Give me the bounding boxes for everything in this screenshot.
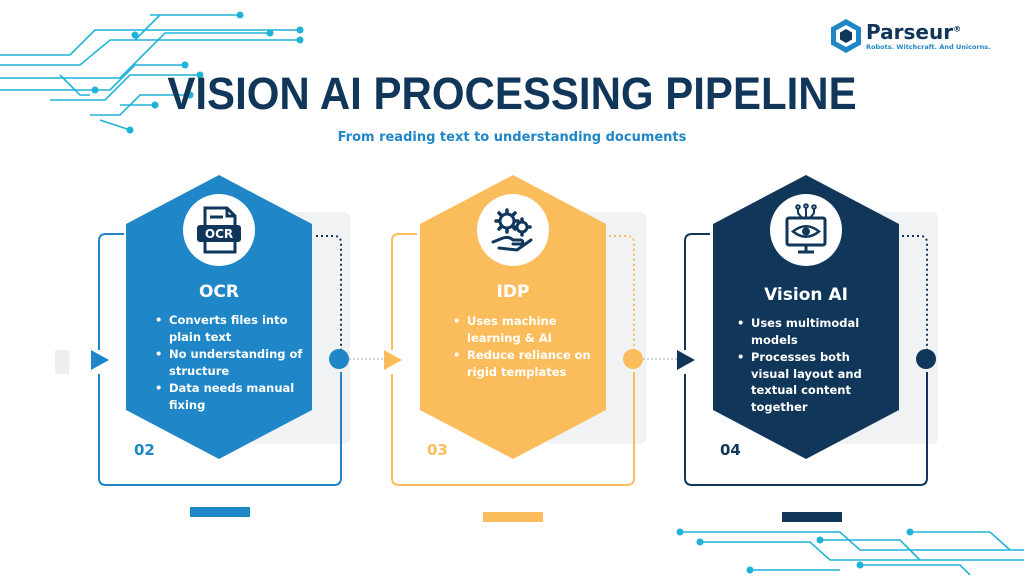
list-item: No understanding of structure: [155, 346, 305, 379]
gears-hand-icon: [477, 194, 549, 266]
step-title: IDP: [496, 282, 530, 302]
card-outline: [98, 233, 342, 486]
step-bullets: Uses machine learning & AI Reduce relian…: [453, 313, 603, 381]
ocr-document-icon: OCR: [183, 194, 255, 266]
side-tab-left: [55, 350, 69, 374]
step-underline-bar: [190, 507, 250, 517]
connector-dot: [916, 349, 936, 369]
svg-text:OCR: OCR: [205, 227, 233, 241]
list-item: Processes both visual layout and textual…: [737, 349, 887, 415]
page-subtitle: From reading text to understanding docum…: [337, 130, 687, 145]
step-number: 03: [427, 441, 448, 459]
step-bullets: Uses multimodal models Processes both vi…: [737, 315, 887, 416]
list-item: Uses machine learning & AI: [453, 313, 603, 346]
list-item: Uses multimodal models: [737, 315, 887, 348]
brand-name: Parseur®: [866, 20, 962, 44]
card-outline: [684, 233, 928, 486]
circuit-decoration-bottom-right: [676, 528, 1024, 576]
parseur-logo-icon: [831, 19, 861, 53]
arrow-right-icon: [677, 350, 695, 370]
step-number: 04: [720, 441, 741, 459]
eye-monitor-icon: [770, 194, 842, 266]
step-title: Vision AI: [764, 285, 848, 305]
arrow-right-icon: [91, 350, 109, 370]
arrow-right-icon: [384, 350, 402, 370]
circuit-decoration-top-left: [0, 11, 304, 134]
step-underline-bar: [782, 512, 842, 522]
page-title: VISION AI PROCESSING PIPELINE: [167, 68, 857, 119]
step-title: OCR: [198, 282, 240, 302]
list-item: Converts files into plain text: [155, 312, 305, 345]
card-outline: [391, 233, 635, 486]
step-underline-bar: [483, 512, 543, 522]
connector-dot: [623, 349, 681, 369]
step-bullets: Converts files into plain text No unders…: [155, 312, 305, 414]
list-item: Data needs manual fixing: [155, 380, 305, 413]
connector-dot: [329, 349, 387, 369]
list-item: Reduce reliance on rigid templates: [453, 347, 603, 380]
brand-tagline: Robots. Witchcraft. And Unicorns.: [866, 43, 991, 51]
step-number: 02: [134, 441, 155, 459]
